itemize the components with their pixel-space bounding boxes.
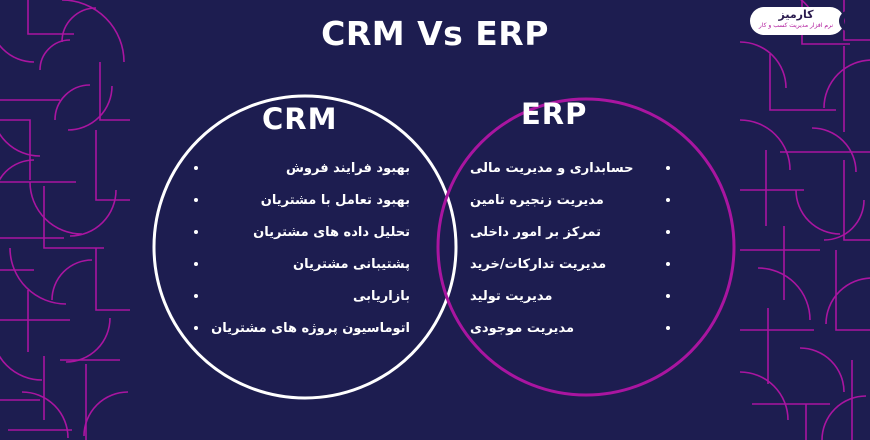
crm-item-label: تحلیل داده های مشتریان — [253, 224, 410, 240]
erp-item-label: مدیریت زنجیره تامین — [470, 192, 604, 208]
list-item: اتوماسیون پروژه های مشتریان — [180, 312, 410, 344]
erp-item-label: حسابداری و مدیریت مالی — [470, 160, 634, 176]
venn-right-heading: ERP — [521, 97, 588, 131]
erp-feature-list: حسابداری و مدیریت مالی مدیریت زنجیره تام… — [470, 152, 670, 344]
list-item: حسابداری و مدیریت مالی — [470, 152, 670, 184]
crm-item-label: بهبود فرایند فروش — [285, 160, 410, 176]
list-item: بازاریابی — [180, 280, 410, 312]
logo-pill-background — [750, 7, 844, 35]
erp-item-label: مدیریت موجودی — [470, 320, 574, 336]
brand-logo[interactable]: کارمیز نرم افزار مدیریت کسب و کار — [750, 5, 862, 37]
crm-feature-list: بهبود فرایند فروش بهبود تعامل با مشتریان… — [180, 152, 410, 344]
bullet-icon — [194, 198, 198, 202]
bullet-icon — [194, 294, 198, 298]
bullet-icon — [666, 166, 670, 170]
list-item: تمرکز بر امور داخلی — [470, 216, 670, 248]
bullet-icon — [194, 166, 198, 170]
erp-item-label: مدیریت تولید — [470, 288, 553, 304]
bullet-icon — [666, 198, 670, 202]
crm-item-label: بهبود تعامل با مشتریان — [260, 192, 410, 208]
bullet-icon — [666, 294, 670, 298]
logo-text-block: کارمیز نرم افزار مدیریت کسب و کار — [756, 9, 836, 30]
bullet-icon — [194, 262, 198, 266]
list-item: بهبود فرایند فروش — [180, 152, 410, 184]
erp-item-label: تمرکز بر امور داخلی — [470, 224, 601, 240]
list-item: بهبود تعامل با مشتریان — [180, 184, 410, 216]
venn-circle-crm — [152, 94, 458, 400]
karmiz-logo-mark-icon — [839, 10, 862, 32]
crm-item-label: پشتیبانی مشتریان — [293, 256, 410, 272]
crm-item-label: اتوماسیون پروژه های مشتریان — [211, 320, 410, 336]
bullet-icon — [194, 230, 198, 234]
list-item: مدیریت تدارکات/خرید — [470, 248, 670, 280]
erp-item-label: مدیریت تدارکات/خرید — [470, 256, 607, 272]
page-title: CRM Vs ERP — [321, 14, 549, 53]
bullet-icon — [666, 262, 670, 266]
list-item: مدیریت زنجیره تامین — [470, 184, 670, 216]
list-item: پشتیبانی مشتریان — [180, 248, 410, 280]
logo-tagline: نرم افزار مدیریت کسب و کار — [758, 22, 834, 29]
bullet-icon — [666, 230, 670, 234]
crm-item-label: بازاریابی — [353, 288, 410, 304]
list-item: مدیریت تولید — [470, 280, 670, 312]
venn-left-heading: CRM — [262, 102, 338, 136]
bullet-icon — [194, 326, 198, 330]
venn-circle-erp — [436, 97, 736, 397]
logo-name: کارمیز — [778, 8, 814, 21]
list-item: مدیریت موجودی — [470, 312, 670, 344]
bullet-icon — [666, 326, 670, 330]
list-item: تحلیل داده های مشتریان — [180, 216, 410, 248]
